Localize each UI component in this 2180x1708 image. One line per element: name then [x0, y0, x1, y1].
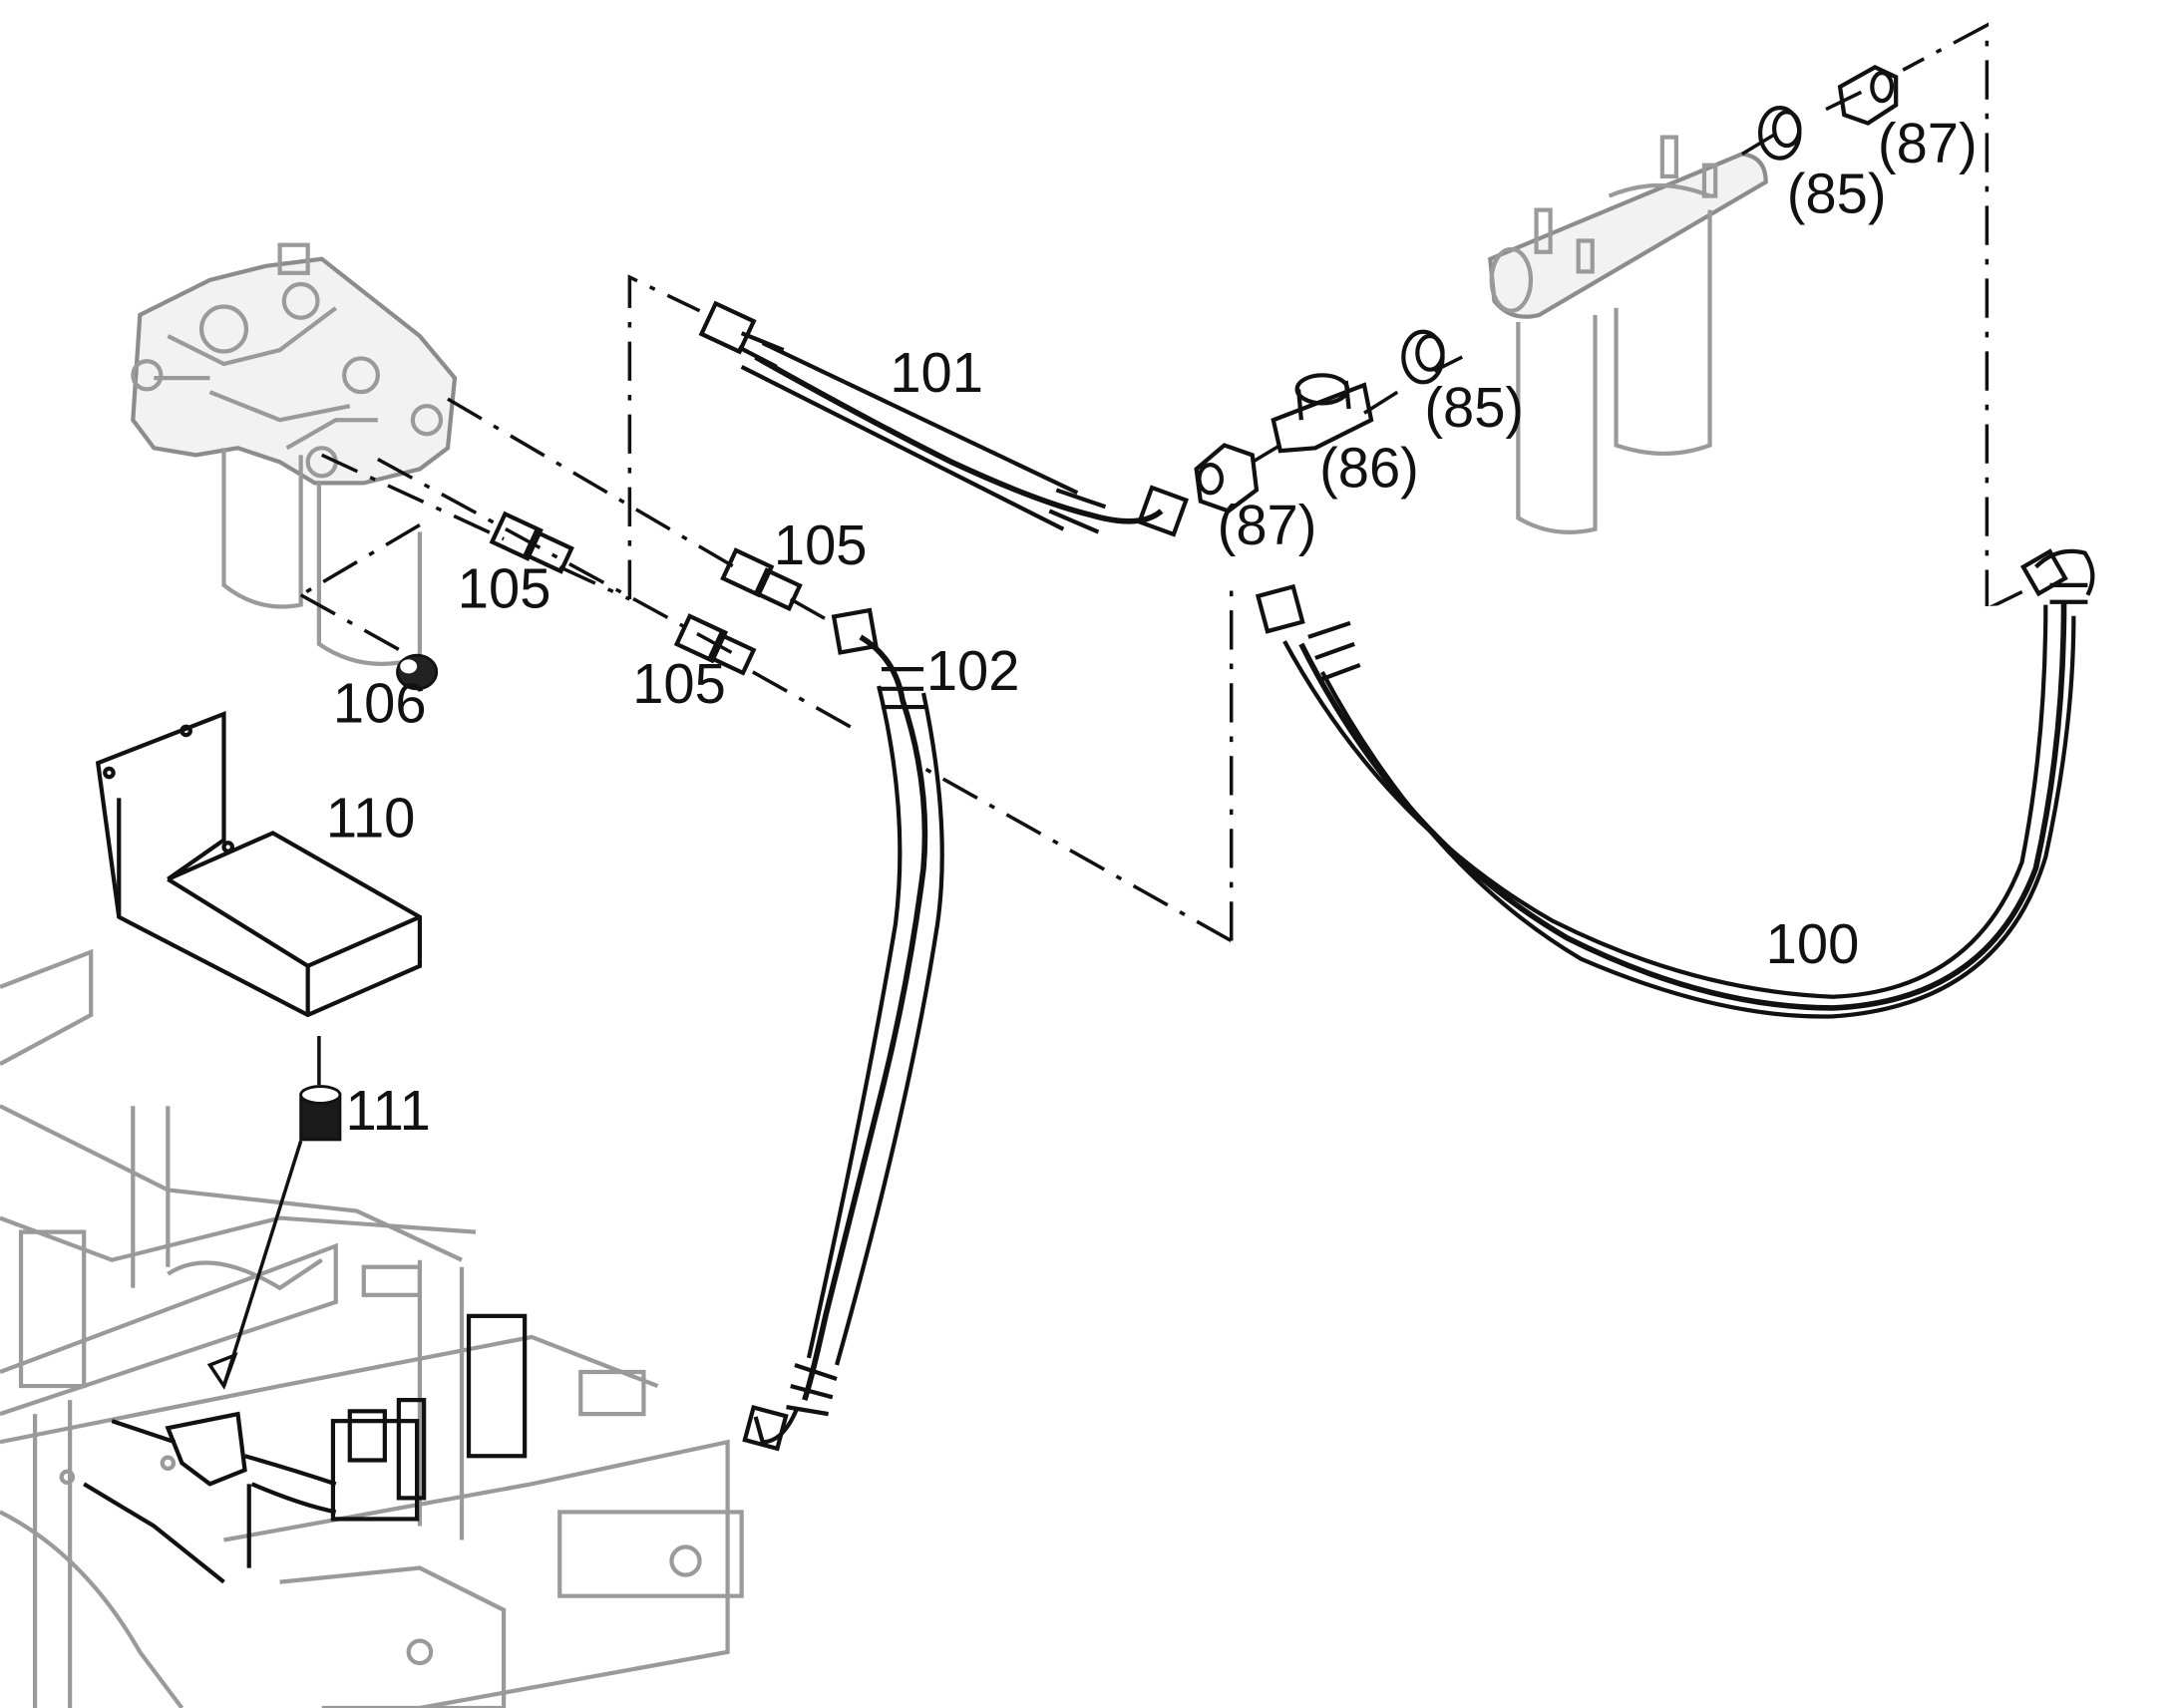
callout-110: 110	[326, 787, 415, 850]
fitting-105-a	[489, 511, 574, 574]
fitting-87-a	[1194, 443, 1260, 513]
callout-86: (86)	[1319, 437, 1419, 500]
shield-110	[95, 711, 423, 1018]
callout-105-c: 105	[632, 652, 726, 715]
vehicle-frame	[0, 948, 744, 1708]
fitting-85-a	[1401, 329, 1445, 385]
callout-labels: 100 101 102 105 105 105 106 110 111 (85)…	[326, 112, 1978, 1142]
callout-100: 100	[1766, 912, 1860, 975]
leader-lines	[206, 22, 2037, 1390]
callout-106: 106	[333, 671, 427, 734]
plug-106	[396, 653, 439, 691]
hose-100	[1255, 548, 2095, 1019]
callout-111: 111	[346, 1079, 431, 1142]
callout-105-b: 105	[774, 513, 868, 576]
fitting-86-tee	[1271, 373, 1374, 454]
callout-101: 101	[890, 341, 983, 404]
callout-85-a: (85)	[1424, 376, 1524, 439]
frame-hydraulic-components	[83, 1313, 528, 1584]
pump-valve-assembly	[131, 242, 458, 666]
hose-102	[742, 607, 944, 1452]
fitting-105-b	[720, 547, 803, 612]
callout-87-b: (87)	[1878, 112, 1978, 174]
fitting-85-b	[1757, 106, 1802, 161]
callout-105-a: 105	[458, 556, 551, 619]
fitting-105-c	[673, 613, 757, 676]
callout-102: 102	[926, 639, 1020, 702]
callout-87-a: (87)	[1218, 494, 1317, 556]
filter-assembly	[1488, 135, 1768, 534]
fitting-87-b	[1837, 65, 1899, 126]
plug-111	[299, 1085, 342, 1142]
callout-85-b: (85)	[1787, 162, 1887, 224]
hose-101	[698, 300, 1190, 537]
